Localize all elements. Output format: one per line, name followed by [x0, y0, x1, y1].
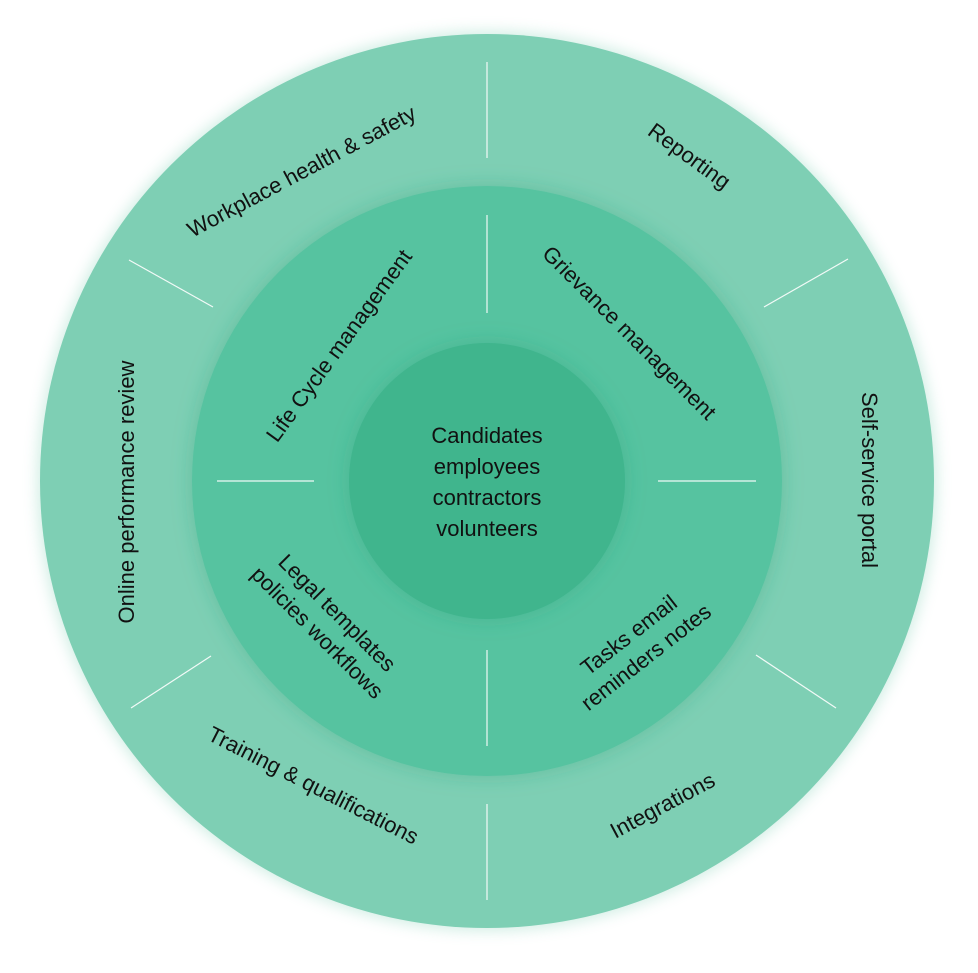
outer-label-online-performance-review: Online performance review — [114, 360, 139, 623]
outer-divider-lower-right — [755, 654, 837, 709]
center-label-line-4: volunteers — [436, 516, 538, 541]
center-label-line-3: contractors — [433, 485, 542, 510]
outer-label-self-service-portal: Self-service portal — [857, 392, 882, 568]
center-label-line-1: Candidates — [431, 423, 542, 448]
center-circle — [349, 343, 625, 619]
center-label-line-2: employees — [434, 454, 540, 479]
outer-divider-lower-left — [130, 655, 212, 709]
outer-divider-upper-left — [128, 259, 214, 308]
outer-divider-upper-right — [763, 258, 849, 308]
